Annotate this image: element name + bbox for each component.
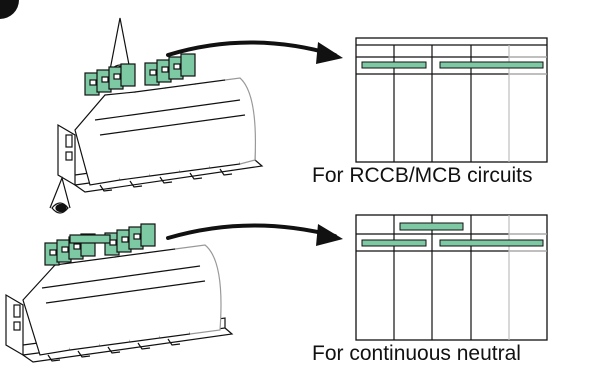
feet-bottom: [47, 338, 181, 362]
caption-rccb-mcb: For RCCB/MCB circuits: [312, 164, 533, 187]
feet-top: [99, 168, 233, 192]
schematic-rccb-mcb: [355, 37, 548, 163]
arrow-right-icon: [166, 40, 343, 64]
eye-icon: [49, 176, 71, 214]
busbar-terminals-bottom: [44, 223, 156, 266]
busbar-terminals-top: [84, 53, 196, 96]
modules-bottom: [22, 244, 222, 356]
corner-marker: [0, 0, 19, 19]
bottom-assembly: [5, 176, 234, 363]
arrow-right-icon: [166, 223, 343, 246]
top-assembly: [57, 17, 264, 193]
modules-top: [74, 77, 256, 186]
caption-continuous-neutral: For continuous neutral: [312, 342, 521, 365]
schematic-continuous-neutral: [355, 214, 548, 341]
